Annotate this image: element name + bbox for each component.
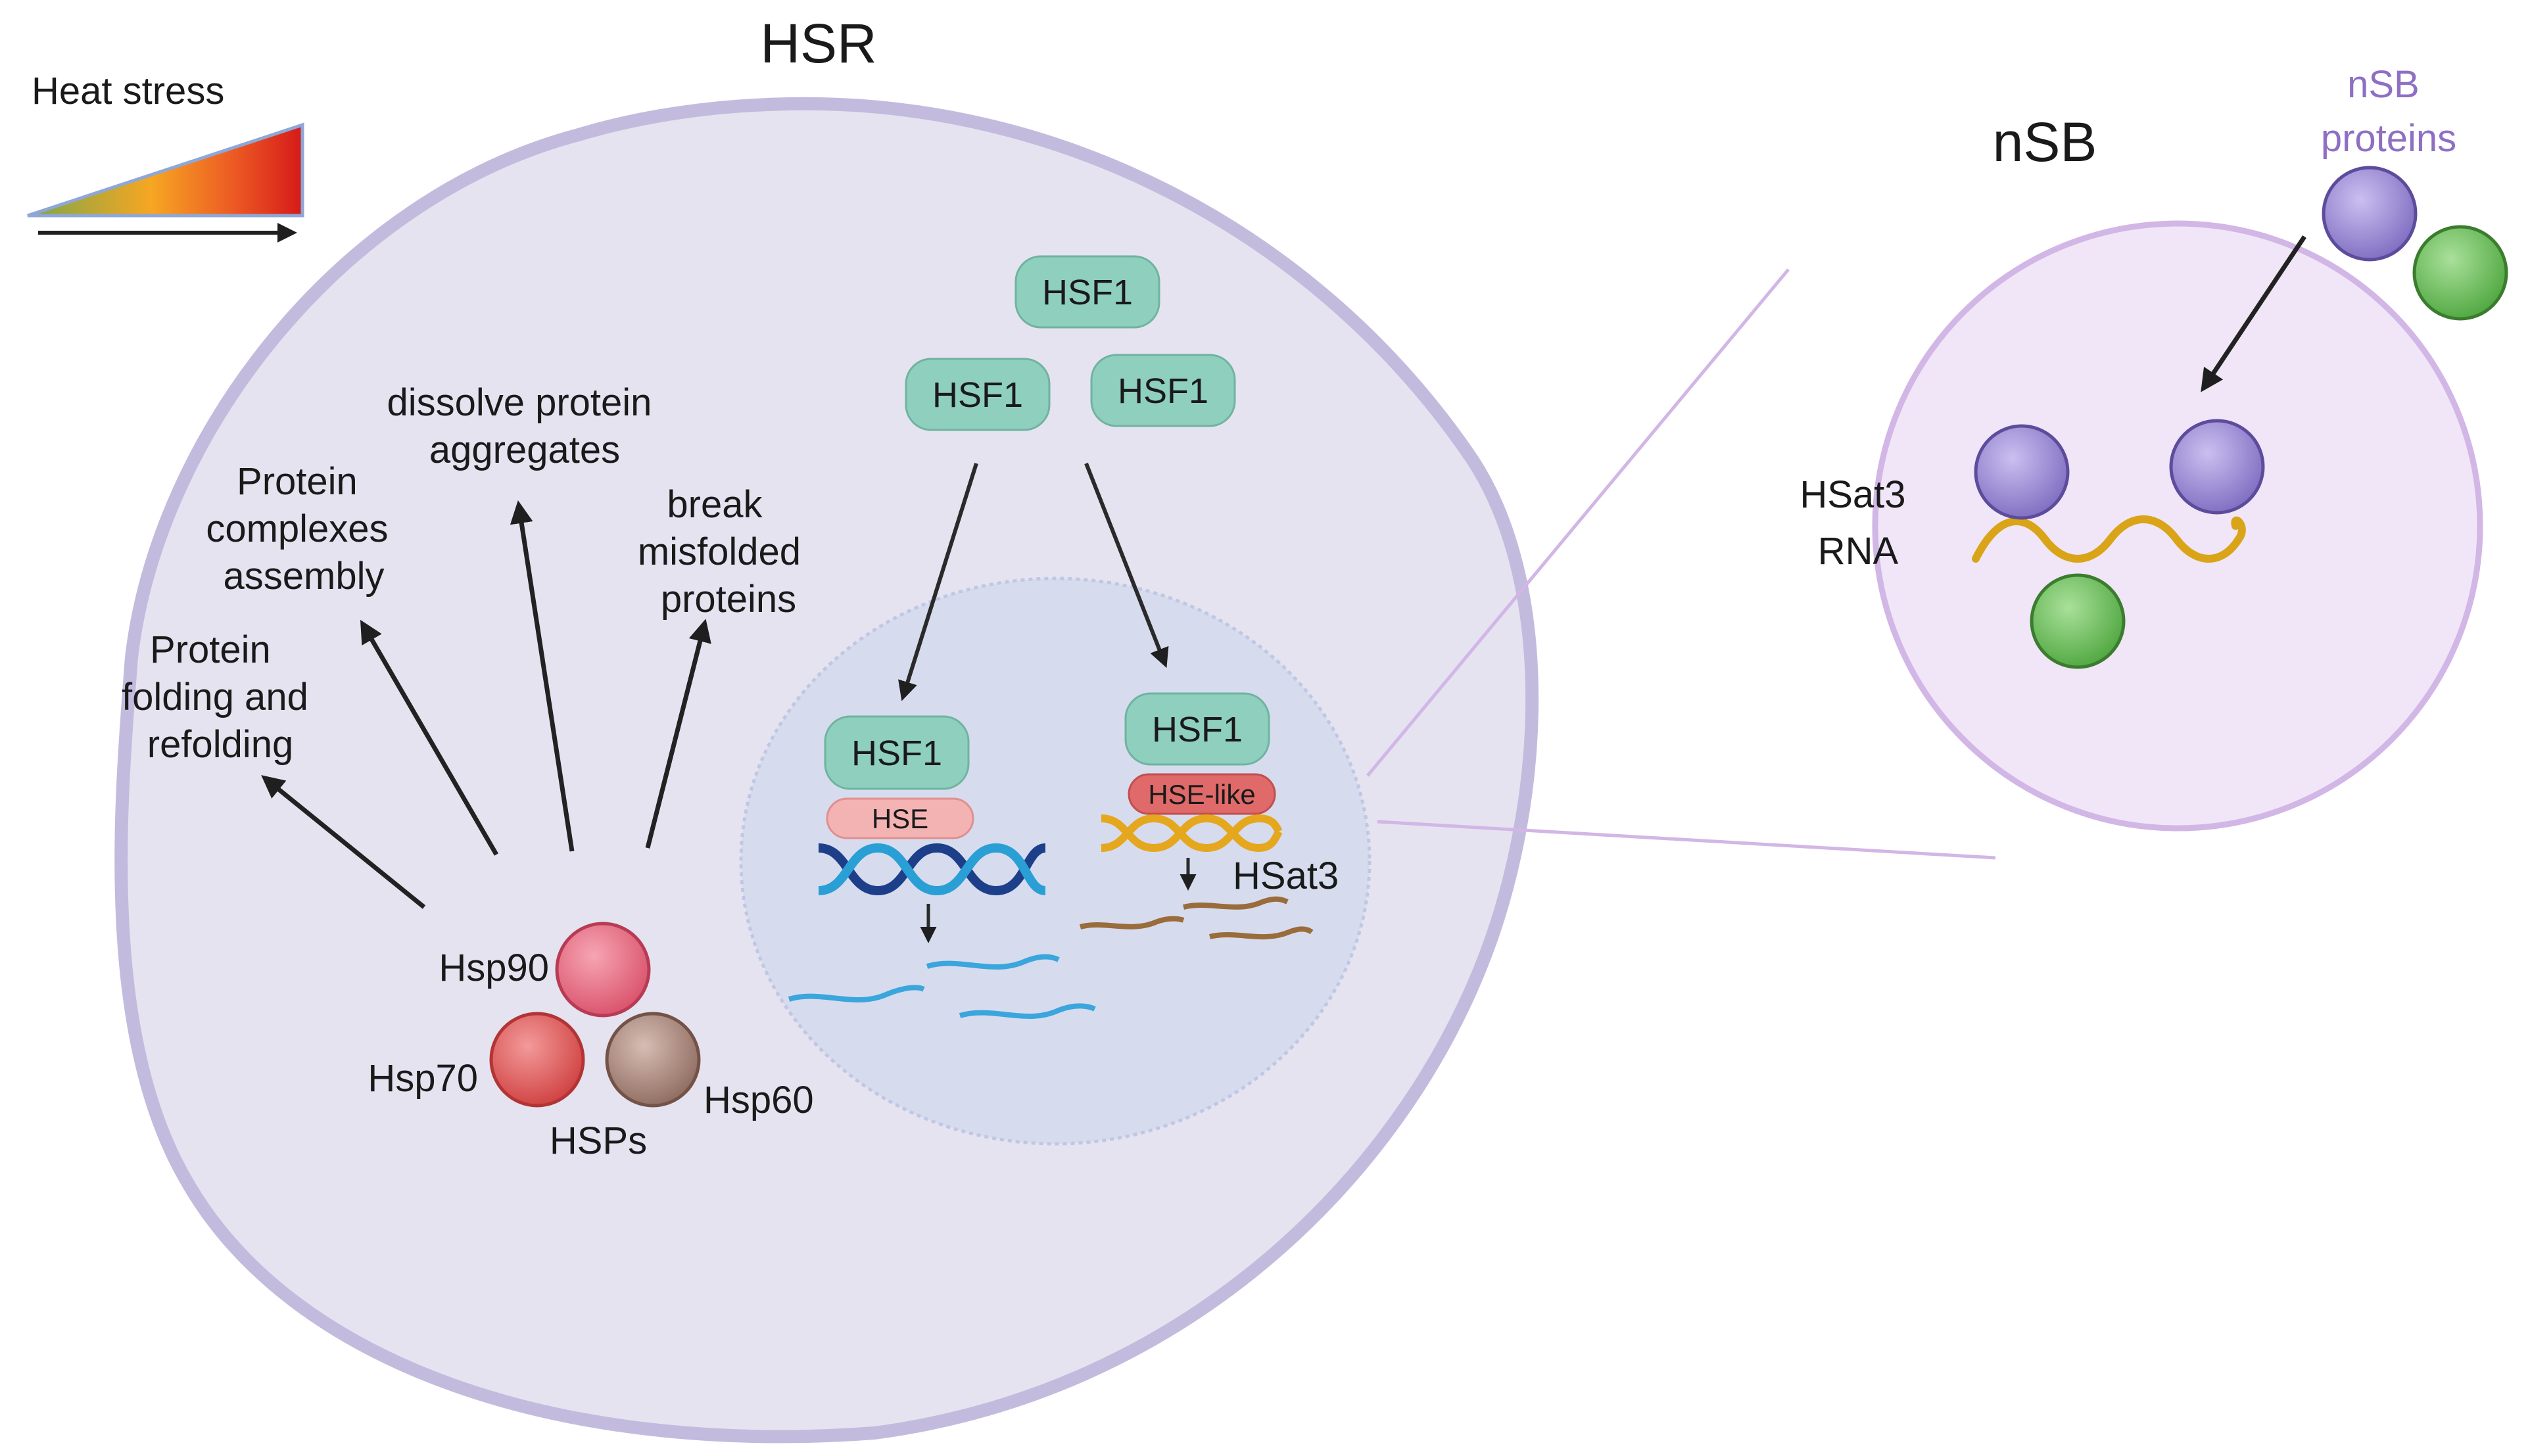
dna-helix-hse: [818, 843, 1047, 896]
hsp-mrna: [788, 954, 1096, 1020]
label-break: break misfolded proteins: [638, 483, 811, 621]
hsat3-rna-label: HSat3 RNA: [1800, 473, 1916, 573]
hsf1-hse-like: HSF1: [1124, 692, 1270, 766]
heat-stress-label: Heat stress: [32, 70, 224, 112]
hse-like-label: HSE-like: [1148, 779, 1255, 810]
label-dissolve: dissolve protein aggregates: [387, 381, 662, 471]
nsb-title: nSB: [1993, 111, 2097, 173]
hsps-group-label: HSPs: [550, 1119, 647, 1162]
nsb-protein-purple-free: [2322, 166, 2418, 262]
hsf1-right-label: HSF1: [1118, 371, 1208, 411]
arrow-complexes: [360, 619, 499, 856]
nsb-protein-green-free: [2412, 225, 2508, 321]
hsf1-arrow-left: [898, 463, 978, 701]
nsb-recruit-arrow: [2201, 235, 2306, 392]
arrow-folding: [261, 775, 426, 909]
hsf1-hse: HSF1: [824, 715, 970, 790]
label-folding: Protein folding and refolding: [122, 628, 319, 766]
hsf1-left: HSF1: [905, 358, 1051, 431]
dna-helix-hsat3: [1101, 814, 1283, 853]
hsp60-label: Hsp60: [704, 1079, 814, 1121]
hsat3-rna-strand: [1972, 515, 2246, 563]
hsf1-top-label: HSF1: [1042, 273, 1133, 312]
hsf1-hse-like-label: HSF1: [1152, 710, 1243, 749]
hsf1-arrow-right: [1084, 462, 1169, 669]
label-complexes: Protein complexes assembly: [206, 460, 398, 598]
arrow-break: [645, 619, 711, 849]
hse-element: HSE: [826, 797, 974, 839]
hsat3-transcripts: [1079, 896, 1314, 940]
heat-stress-gradient: [27, 122, 304, 218]
hsp70-sphere: [489, 1012, 585, 1108]
hsr-title: HSR: [760, 12, 876, 74]
hsp70-label: Hsp70: [368, 1057, 478, 1100]
zoom-line-top: [1366, 268, 1790, 777]
nsb-protein-purple-bound-1: [1974, 424, 2070, 520]
hsf1-right: HSF1: [1090, 354, 1236, 427]
hse-label: HSE: [872, 803, 928, 834]
hsp90-label: Hsp90: [439, 947, 549, 989]
hsp60-sphere: [605, 1012, 701, 1108]
nsb-protein-purple-bound-2: [2169, 419, 2265, 515]
hsat3-label: HSat3: [1233, 855, 1339, 897]
nsb-protein-green-bound: [2030, 573, 2126, 669]
hsf1-hse-label: HSF1: [851, 734, 942, 773]
hsf1-top: HSF1: [1014, 255, 1160, 329]
zoom-line-bottom: [1377, 820, 1996, 860]
nsb-circle: [1872, 220, 2483, 832]
hse-like-element: HSE-like: [1128, 773, 1276, 815]
hsp90-sphere: [555, 922, 651, 1018]
arrow-dissolve: [510, 500, 575, 852]
nsb-proteins-label: nSB proteins: [2321, 63, 2456, 160]
hsf1-left-label: HSF1: [932, 375, 1023, 415]
